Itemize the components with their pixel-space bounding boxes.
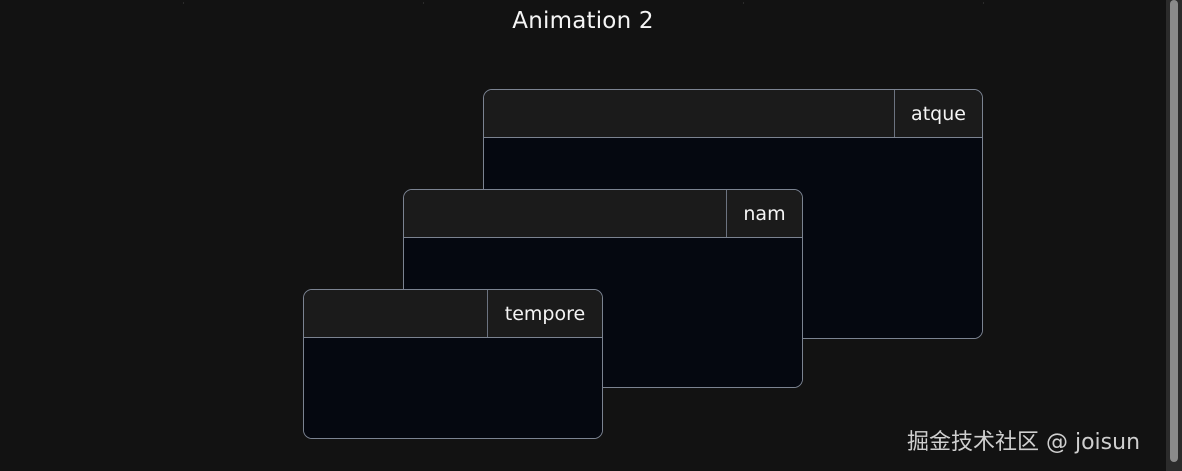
watermark-text: 掘金技术社区 @ joisun — [907, 430, 1141, 455]
top-divider-tick — [743, 2, 744, 4]
scrollbar-thumb[interactable] — [1170, 0, 1178, 462]
window-header[interactable]: nam — [404, 190, 802, 238]
top-divider-tick — [983, 2, 984, 4]
page-title: Animation 2 — [512, 8, 654, 34]
top-divider-tick — [183, 2, 184, 4]
top-divider-tick — [423, 2, 424, 4]
window-tempore[interactable]: tempore — [303, 289, 603, 439]
window-tab-nam[interactable]: nam — [726, 190, 802, 237]
window-body — [304, 338, 602, 438]
vertical-scrollbar[interactable] — [1166, 0, 1182, 471]
window-header[interactable]: tempore — [304, 290, 602, 338]
window-tab-tempore[interactable]: tempore — [487, 290, 602, 337]
window-header[interactable]: atque — [484, 90, 982, 138]
window-tab-atque[interactable]: atque — [894, 90, 982, 137]
